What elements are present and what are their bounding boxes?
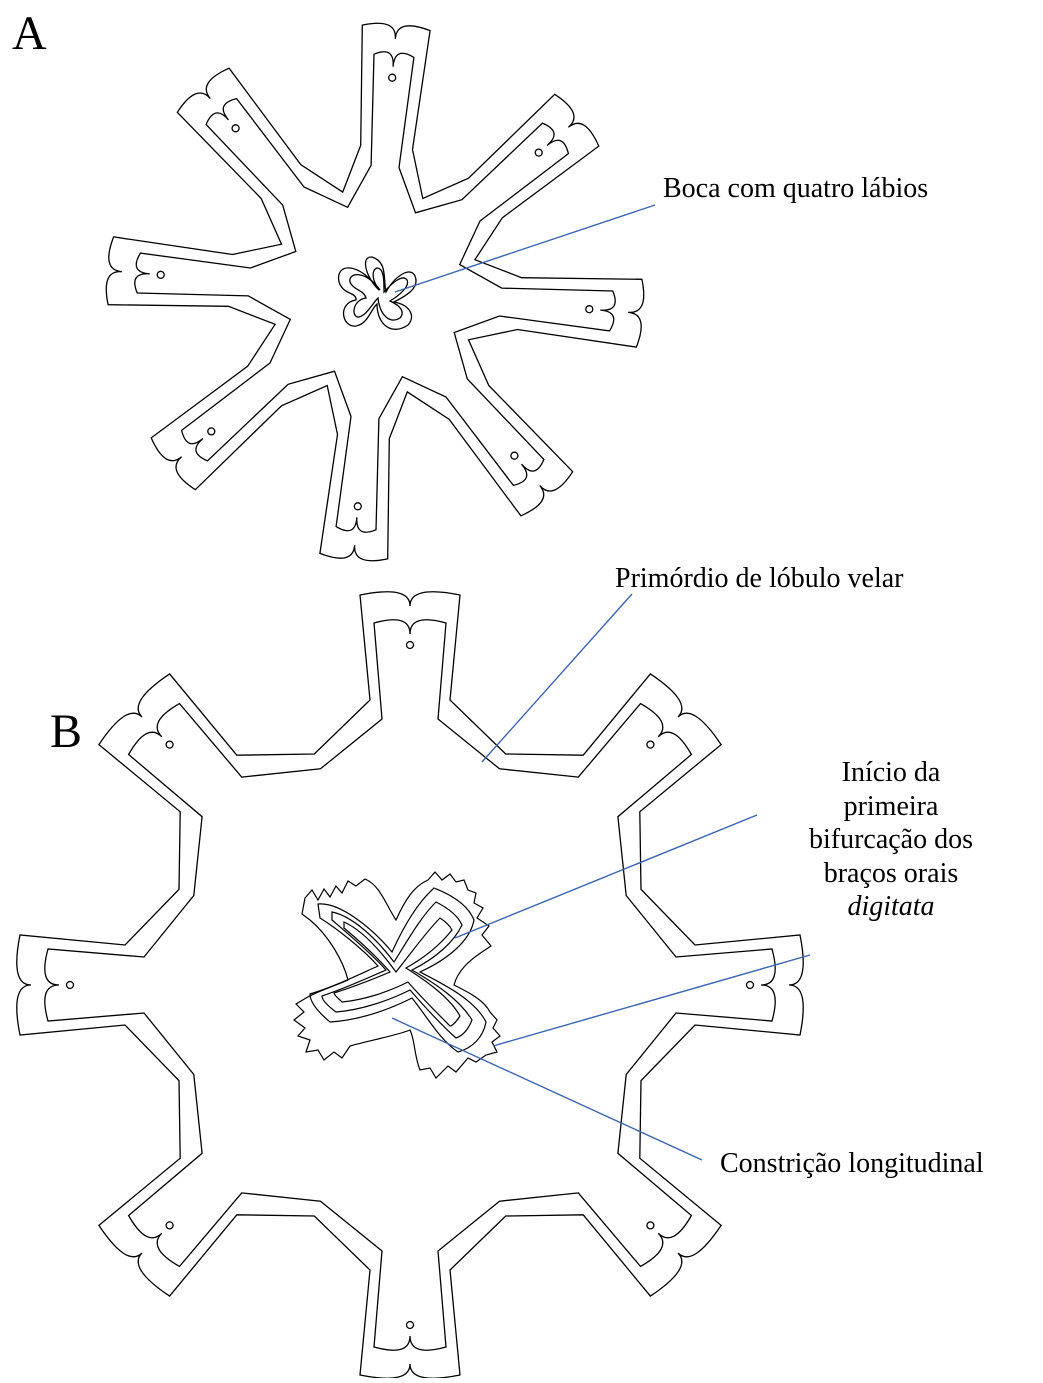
label-bifurcation-line-4: braços orais bbox=[786, 857, 996, 891]
ephyra-a-rhopalium-3 bbox=[586, 306, 593, 313]
label-bifurcation-line-5-digitata: digitata bbox=[786, 890, 996, 924]
ephyra-a-rhopalium-8 bbox=[232, 125, 239, 132]
leader-line-velar-lobe bbox=[482, 594, 632, 762]
ephyra-a-rhopalium-1 bbox=[389, 74, 396, 81]
label-longitudinal-constriction: Constrição longitudinal bbox=[720, 1147, 984, 1181]
label-bifurcation-block: Início da primeira bifurcação dos braços… bbox=[786, 756, 996, 924]
ephyra-a-rhopalium-2 bbox=[535, 149, 542, 156]
ephyra-b-rhopalium-4 bbox=[647, 1222, 654, 1229]
ephyra-a-outer-outline bbox=[106, 23, 643, 560]
label-bifurcation-line-1: Início da bbox=[786, 756, 996, 790]
ephyra-a-rhopalium-5 bbox=[354, 503, 361, 510]
leader-line-bifurcation bbox=[455, 815, 757, 938]
ephyra-b-rhopalium-7 bbox=[67, 982, 74, 989]
label-bifurcation-line-3: bifurcação dos bbox=[786, 823, 996, 857]
ephyra-b-rhopalium-2 bbox=[647, 741, 654, 748]
ephyra-b-rhopalium-1 bbox=[407, 642, 414, 649]
panel-b-oral-arms bbox=[294, 872, 500, 1078]
label-bifurcation-line-2: primeira bbox=[786, 790, 996, 824]
label-mouth-four-lips: Boca com quatro lábios bbox=[663, 172, 928, 206]
ephyra-b-rhopalium-3 bbox=[747, 982, 754, 989]
leader-line-digitata bbox=[493, 955, 810, 1046]
ephyra-b-rhopalium-5 bbox=[407, 1322, 414, 1329]
label-velar-lobe-primordium: Primórdio de lóbulo velar bbox=[615, 562, 904, 596]
ephyra-a-inner-outline bbox=[135, 52, 615, 532]
ephyra-a-rhopalium-6 bbox=[208, 428, 215, 435]
ephyra-a-rhopalium-7 bbox=[157, 271, 164, 278]
leader-lines bbox=[392, 205, 810, 1160]
panel-a-ephyra bbox=[106, 23, 643, 560]
ephyra-b-rhopalium-8 bbox=[166, 741, 173, 748]
ephyra-b-rhopalium-6 bbox=[166, 1222, 173, 1229]
panel-a-letter: A bbox=[12, 10, 47, 58]
panel-a-mouth bbox=[339, 257, 416, 329]
panel-b-letter: B bbox=[50, 708, 82, 756]
ephyra-a-rhopalium-4 bbox=[511, 452, 518, 459]
